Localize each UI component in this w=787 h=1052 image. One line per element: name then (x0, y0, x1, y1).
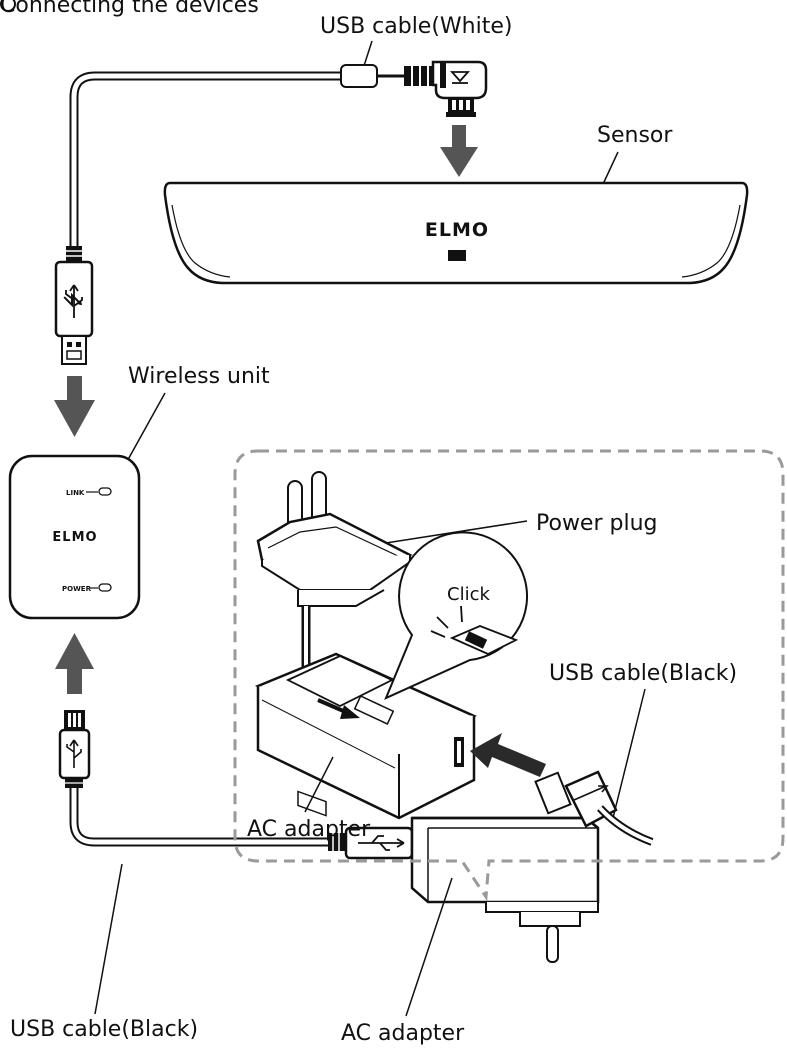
arrow-up-to-wireless-unit (55, 633, 94, 694)
wireless-unit-device: LINK ELMO POWER (8, 454, 141, 620)
arrow-into-adapter-port (470, 733, 546, 777)
label-usb-cable-black-bottom: USB cable(Black) (10, 1017, 198, 1042)
usb-symbol-icon-3 (358, 835, 405, 851)
usb-symbol-icon-4 (573, 785, 609, 801)
label-usb-cable-white: USB cable(White) (320, 14, 512, 39)
label-wireless-unit: Wireless unit (128, 364, 270, 389)
ferrite-core (340, 64, 378, 88)
page-heading: Connecting the devices (0, 0, 259, 18)
label-usb-cable-black-inset: USB cable(Black) (549, 661, 737, 686)
usb-white-angle-connector (431, 60, 488, 117)
label-sensor: Sensor (597, 123, 673, 148)
leader-usb-black-inset (611, 688, 646, 823)
triangle-down-icon (449, 71, 471, 83)
heading-bullet-icon (0, 0, 16, 12)
sensor-device: ELMO (163, 181, 749, 285)
click-zoom-bubble: Click (384, 531, 529, 700)
usb-a-plug-white-cable: ⭍ (54, 246, 94, 365)
label-power-plug: Power plug (536, 511, 658, 536)
power-indicator-label: POWER (62, 585, 92, 593)
leader-ac-adapter-inset (304, 756, 334, 813)
usb-symbol-icon-2 (66, 739, 82, 768)
label-ac-adapter-inset: AC adapter (247, 817, 371, 842)
micro-usb-plug-black-cable (58, 710, 91, 788)
arrow-down-to-wireless-unit (54, 376, 95, 437)
wireless-elmo-logo: ELMO (52, 530, 97, 545)
usb-a-plug-inset (534, 770, 654, 846)
usb-a-plug-bottom (328, 826, 414, 860)
link-indicator-label: LINK (66, 489, 85, 497)
sensor-indicator (448, 250, 466, 261)
power-plug-device (256, 471, 413, 710)
arrow-down-to-sensor (440, 125, 478, 177)
link-led (98, 487, 112, 496)
callout-inset-border (233, 449, 785, 902)
power-led (98, 583, 112, 592)
label-ac-adapter-bottom: AC adapter (341, 1021, 465, 1046)
leader-usb-black-bottom (94, 863, 123, 1015)
leader-ac-adapter-bottom (405, 877, 453, 1017)
ac-adapter-inset-device (254, 652, 477, 820)
plug-pin (546, 925, 559, 963)
sensor-elmo-logo: ELMO (425, 219, 489, 241)
usb-symbol-icon (65, 284, 83, 318)
label-click: Click (447, 584, 490, 605)
ac-adapter-bottom-device (410, 816, 600, 963)
